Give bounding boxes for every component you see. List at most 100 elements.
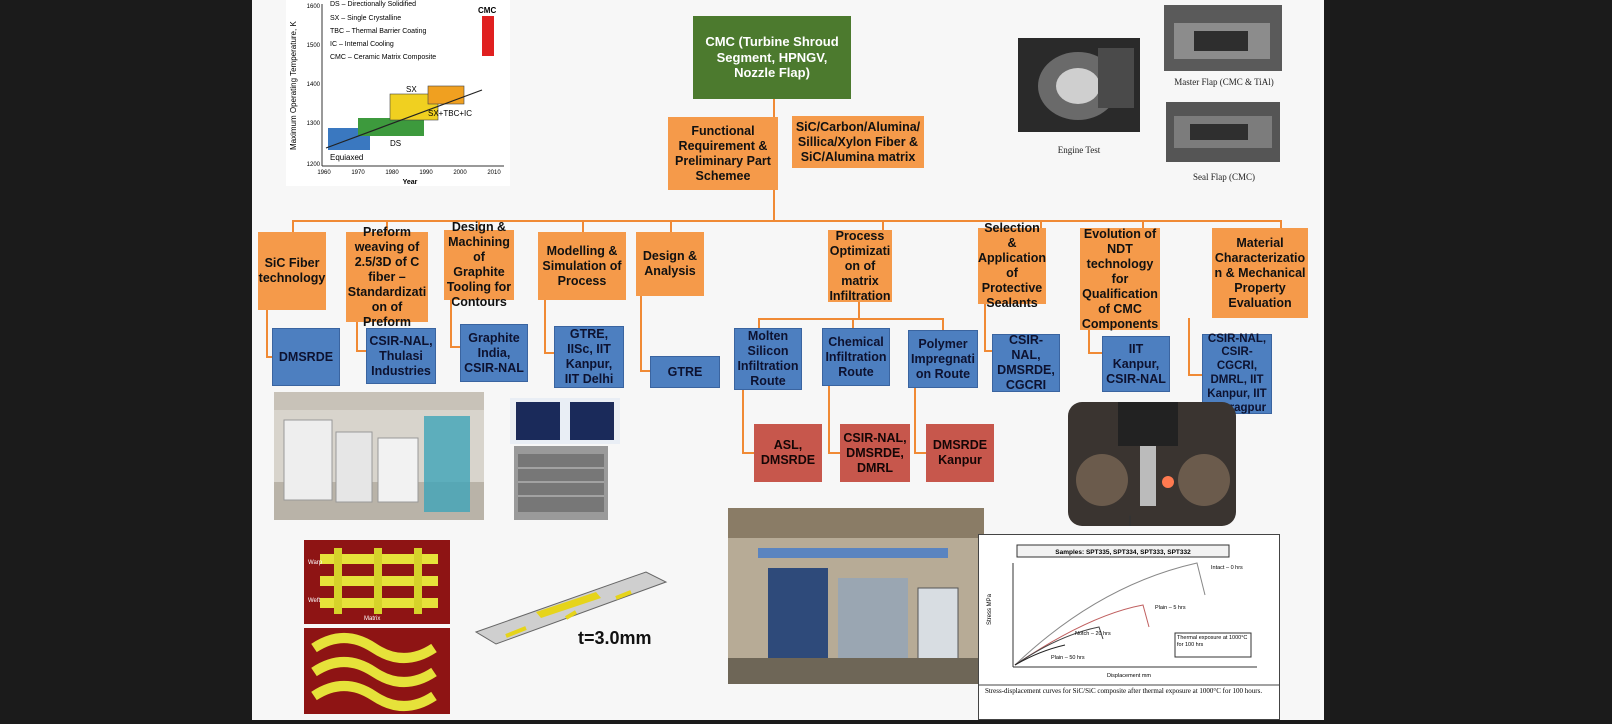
route-polymer-impregnation: Polymer Impregnati on Route [908, 330, 978, 388]
ds-label: DS [390, 139, 401, 148]
flat-panel-drawing [466, 552, 676, 662]
stress-caption: Stress-displacement curves for SiC/SiC c… [985, 687, 1263, 695]
route-chemical-infiltration: Chemical Infiltration Route [822, 328, 890, 386]
connector [356, 350, 368, 352]
sx-label: SX [406, 85, 417, 94]
connector [544, 352, 556, 354]
engine-test-photo [1018, 38, 1140, 132]
stress-chart-title: Samples: SPT335, SPT334, SPT333, SPT332 [1055, 549, 1191, 556]
branch-ndt-technology: Evolution of NDT technology for Qualific… [1080, 226, 1160, 331]
branch-sic-fiber: SiC Fiber technology [258, 232, 326, 310]
thickness-label: t=3.0mm [578, 628, 652, 648]
connector [544, 300, 546, 352]
curve-label: Intact – 0 hrs [1211, 565, 1243, 571]
ytick: 1500 [307, 43, 321, 49]
partner-modelling: GTRE, IISc, IIT Kanpur, IIT Delhi [554, 326, 624, 388]
partner-design-analysis: GTRE [650, 356, 720, 388]
legend-line: CMC – Ceramic Matrix Composite [330, 54, 436, 61]
connector [742, 452, 754, 454]
ytick: 1300 [307, 121, 321, 127]
connector [758, 318, 760, 330]
connector [914, 388, 916, 452]
connector [356, 322, 358, 350]
trend-line [325, 89, 483, 149]
legend-line: TBC – Thermal Barrier Coating [330, 28, 426, 35]
sxtbc-label: SX+TBC+IC [428, 109, 472, 118]
fiber-matrix-node: SiC/Carbon/Alumina/ Sillica/Xylon Fiber … [792, 116, 924, 168]
weave-matrix-label: Matrix [364, 616, 380, 622]
partner-molten-silicon: ASL, DMSRDE [754, 424, 822, 482]
infiltration-facility-photo [728, 508, 984, 684]
xtick: 1980 [385, 170, 399, 176]
connector [266, 310, 268, 356]
mechanical-test-photo [1068, 402, 1236, 526]
connector [670, 220, 672, 232]
temperature-chart: Maximum Operating Temperature, K 1600 15… [286, 0, 510, 186]
connector [1188, 318, 1190, 374]
connector [984, 304, 986, 350]
connector [1188, 374, 1202, 376]
connector [852, 318, 854, 330]
branch-preform-weaving: Preform weaving of 2.5/3D of C fiber – S… [346, 224, 428, 329]
connector [450, 300, 452, 346]
stress-xlabel: Displacement mm [1107, 673, 1151, 679]
partner-protective-sealants: CSIR-NAL, DMSRDE, CGCRI [992, 333, 1060, 392]
branch-connector [292, 220, 1282, 222]
branch-material-characterization: Material Characterizatio n & Mechanical … [1212, 228, 1308, 318]
furnace-lab-photo [274, 392, 484, 520]
connector [828, 452, 840, 454]
graphite-fixture-photo [514, 446, 608, 520]
legend-line: DS – Directionally Solidified [330, 1, 416, 8]
seal-flap-photo [1166, 102, 1280, 162]
ytick: 1200 [307, 162, 321, 168]
connector [386, 220, 388, 232]
curve-label: Plain – 50 hrs [1051, 655, 1085, 661]
connector [640, 296, 642, 370]
connector [478, 220, 480, 232]
curve-label: Plain – 5 hrs [1155, 605, 1186, 611]
ytick: 1600 [307, 4, 321, 10]
connector [582, 220, 584, 232]
partner-material-characterization: CSIR-NAL, CSIR-CGCRI, DMRL, IIT Kanpur, … [1202, 333, 1272, 414]
ds-bar [358, 118, 424, 136]
branch-graphite-tooling: Design & Machining of Graphite Tooling f… [444, 220, 514, 309]
root-node: CMC (Turbine Shroud Segment, HPNGV, Nozz… [693, 16, 851, 99]
curve-label: Notch – 20 hrs [1075, 631, 1111, 637]
partner-graphite-tooling: Graphite India, CSIR-NAL [460, 324, 528, 382]
stress-ylabel: Stress MPa [987, 593, 993, 625]
cmc-label: CMC [478, 6, 496, 15]
partner-polymer-impregnation: DMSRDE Kanpur [926, 424, 994, 482]
connector [450, 346, 460, 348]
branch-process-optimization: Process Optimizati on of matrix Infiltra… [828, 228, 892, 303]
weave-weft-label: Weft [308, 598, 321, 604]
sxtbc-bar [427, 85, 465, 105]
legend-line: IC – Internal Cooling [330, 41, 394, 48]
equiaxed-label: Equiaxed [330, 153, 363, 162]
seal-flap-caption: Seal Flap (CMC) [1193, 172, 1255, 182]
xtick: 2000 [453, 170, 467, 176]
partner-sic-fiber: DMSRDE [272, 328, 340, 386]
connector [984, 350, 994, 352]
ytick: 1400 [307, 82, 321, 88]
xtick: 2010 [487, 170, 501, 176]
stress-displacement-chart: Samples: SPT335, SPT334, SPT333, SPT332 … [978, 534, 1280, 720]
weave-3d-photo-top: Warp Weft Matrix [304, 540, 450, 624]
branch-protective-sealants: Selection & Application of Protective Se… [977, 221, 1047, 310]
functional-requirement-node: Functional Requirement & Preliminary Par… [668, 117, 778, 190]
engine-test-caption: Engine Test [1057, 145, 1101, 155]
partner-chemical-infiltration: CSIR-NAL, DMSRDE, DMRL [840, 424, 910, 482]
xtick: 1970 [351, 170, 365, 176]
partner-preform-weaving: CSIR-NAL, Thulasi Industries [366, 328, 436, 384]
connector [942, 318, 944, 330]
graphite-tooling-photo [510, 398, 620, 444]
xtick: 1960 [317, 170, 331, 176]
temperature-ylabel: Maximum Operating Temperature, K [289, 21, 298, 150]
cmc-bar [482, 16, 494, 56]
connector [1280, 220, 1282, 232]
connector [742, 390, 744, 452]
connector [828, 386, 830, 452]
master-flap-caption: Master Flap (CMC & TiAl) [1174, 77, 1274, 87]
weave-warp-label: Warp [308, 560, 323, 566]
text-cursor-icon: I [1128, 514, 1133, 530]
temperature-xlabel: Year [403, 179, 418, 186]
